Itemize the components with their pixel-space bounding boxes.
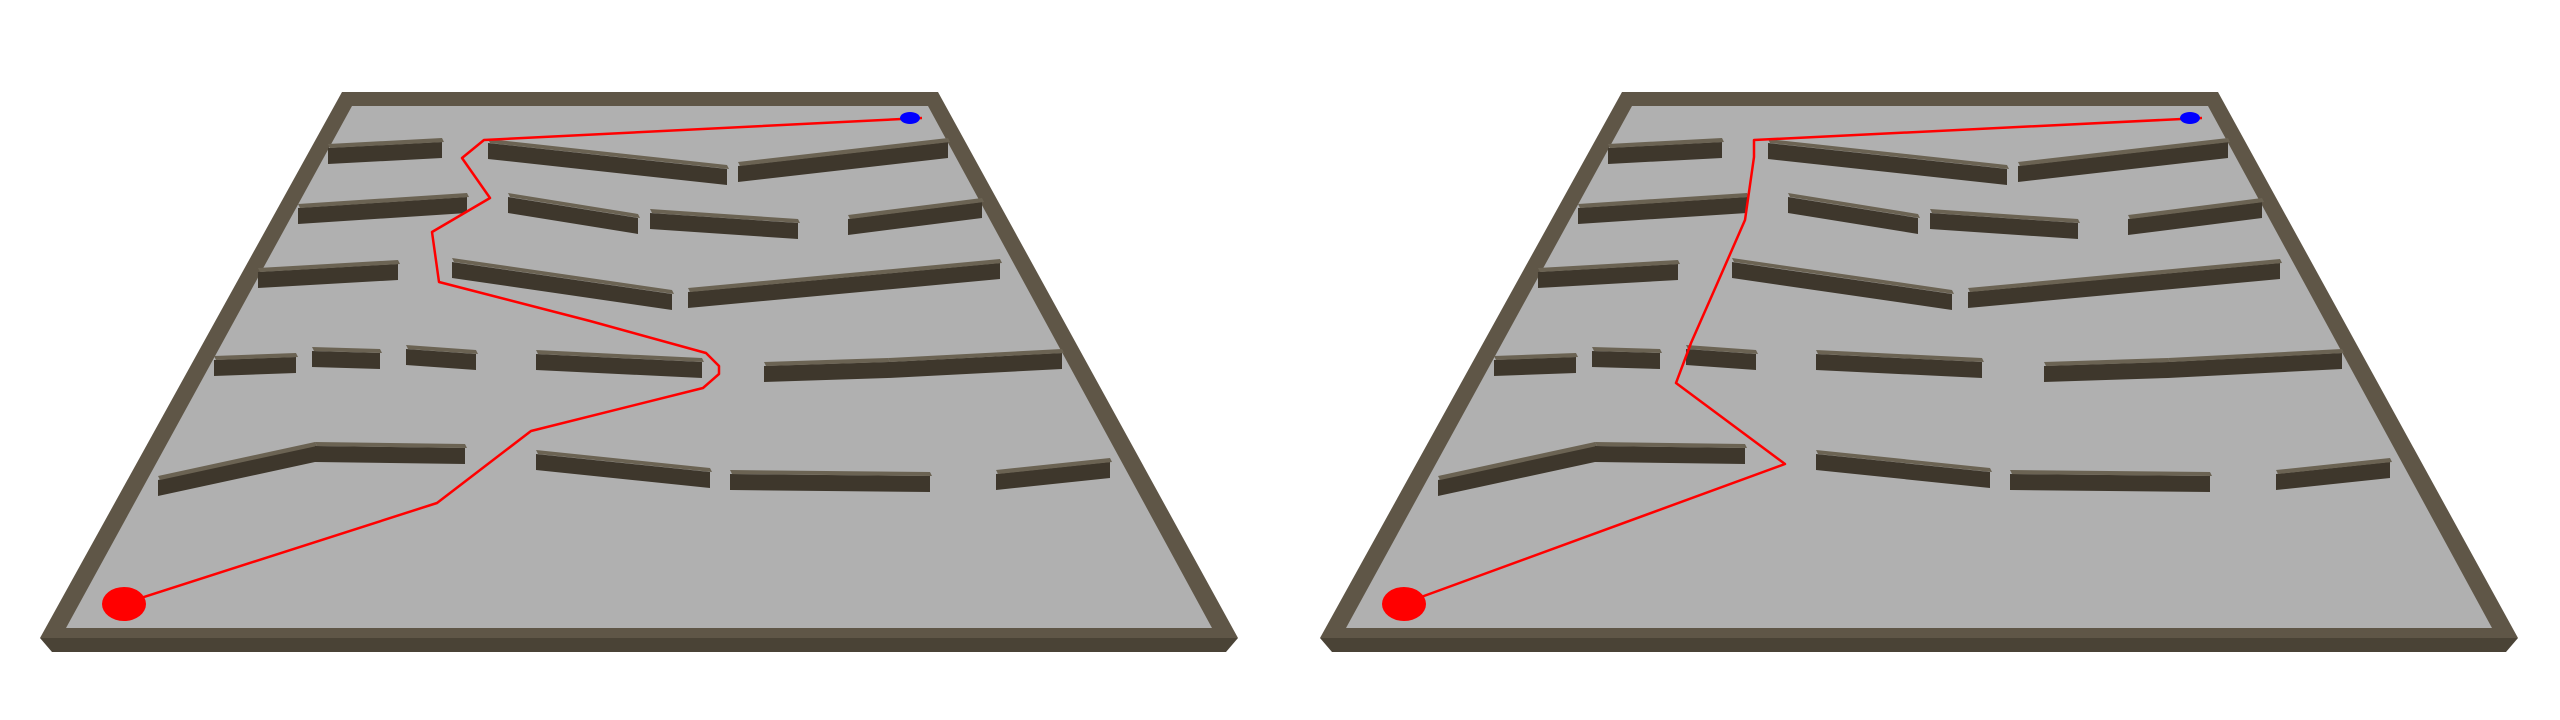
maze-wall-front bbox=[214, 357, 296, 376]
maze-wall-top bbox=[1968, 259, 2282, 292]
red-start-marker bbox=[1382, 587, 1426, 621]
maze-wall-top bbox=[1438, 442, 1597, 480]
maze-wall-front bbox=[888, 353, 1062, 378]
maze-wall-top bbox=[406, 345, 478, 354]
maze-wall-top bbox=[2018, 138, 2230, 166]
maze-wall-front bbox=[312, 351, 380, 369]
maze-wall-top bbox=[2168, 349, 2344, 362]
maze-wall-top bbox=[488, 139, 729, 169]
maze-wall-front bbox=[688, 263, 1000, 308]
maze-wall-top bbox=[258, 260, 400, 272]
maze-wall-top bbox=[2276, 458, 2392, 474]
maze-wall-front bbox=[848, 202, 982, 235]
maze-wall-front bbox=[488, 143, 727, 185]
maze-wall-front bbox=[452, 262, 672, 310]
maze-wall-top bbox=[452, 258, 674, 294]
maze-wall-front bbox=[298, 197, 467, 224]
maze-wall-top bbox=[1816, 350, 1984, 362]
red-start-marker bbox=[102, 587, 146, 621]
maze-wall-top bbox=[1592, 347, 1662, 353]
platform-front-edge bbox=[40, 638, 1238, 652]
maze-wall-top bbox=[508, 193, 640, 218]
maze-wall-front bbox=[1608, 142, 1722, 164]
blue-goal-marker bbox=[2180, 112, 2200, 124]
solution-path bbox=[121, 116, 923, 606]
maze-wall-front bbox=[536, 354, 702, 378]
maze-wall-front bbox=[536, 454, 710, 488]
maze-walls bbox=[158, 138, 1112, 496]
maze-wall-front bbox=[508, 197, 638, 234]
maze-wall-top bbox=[1788, 193, 1920, 218]
maze-wall-front bbox=[406, 349, 476, 370]
maze-wall-top bbox=[1816, 450, 1992, 472]
maze-wall-front bbox=[1930, 213, 2078, 239]
maze-wall-front bbox=[1494, 357, 1576, 376]
maze-wall-front bbox=[315, 446, 465, 464]
maze-wall-top bbox=[214, 353, 298, 360]
maze-wall-front bbox=[2168, 353, 2342, 378]
maze-wall-front bbox=[1686, 349, 1756, 370]
maze-panel-left bbox=[40, 92, 1238, 652]
blue-goal-marker bbox=[900, 112, 920, 124]
maze-wall-top bbox=[1595, 442, 1747, 448]
maze-wall-top bbox=[1686, 345, 1758, 354]
maze-wall-top bbox=[328, 138, 444, 148]
maze-wall-front bbox=[1968, 263, 2280, 308]
maze-wall-front bbox=[1788, 197, 1918, 234]
maze-wall-top bbox=[2044, 358, 2170, 366]
maze-wall-front bbox=[2044, 362, 2168, 382]
maze-wall-top bbox=[1578, 193, 1749, 208]
maze-wall-front bbox=[1595, 446, 1745, 464]
maze-wall-top bbox=[536, 350, 704, 362]
maze-wall-front bbox=[1592, 351, 1660, 369]
maze-wall-top bbox=[2010, 470, 2212, 476]
maze-wall-top bbox=[2128, 198, 2264, 219]
maze-wall-front bbox=[730, 474, 930, 492]
maze-wall-top bbox=[536, 450, 712, 472]
maze-wall-top bbox=[1538, 260, 1680, 272]
maze-wall-front bbox=[650, 213, 798, 239]
maze-wall-top bbox=[1930, 209, 2080, 223]
maze-walls bbox=[1438, 138, 2392, 496]
maze-wall-top bbox=[298, 193, 469, 208]
maze-wall-front bbox=[158, 446, 315, 496]
maze-wall-front bbox=[1816, 354, 1982, 378]
maze-wall-front bbox=[764, 362, 888, 382]
maze-wall-front bbox=[1438, 446, 1595, 496]
maze-wall-front bbox=[996, 462, 1110, 490]
maze-wall-top bbox=[730, 470, 932, 476]
maze-wall-front bbox=[1732, 262, 1952, 310]
maze-wall-top bbox=[158, 442, 317, 480]
maze-wall-top bbox=[688, 259, 1002, 292]
maze-wall-top bbox=[738, 138, 950, 166]
maze-wall-top bbox=[312, 347, 382, 353]
maze-wall-top bbox=[315, 442, 467, 448]
maze-wall-top bbox=[1608, 138, 1724, 148]
maze-wall-front bbox=[2010, 474, 2210, 492]
maze-wall-top bbox=[888, 349, 1064, 362]
maze-wall-front bbox=[1816, 454, 1990, 488]
maze-wall-front bbox=[2018, 142, 2228, 182]
maze-wall-front bbox=[328, 142, 442, 164]
maze-wall-top bbox=[650, 209, 800, 223]
maze-panel-right bbox=[1320, 92, 2518, 652]
maze-wall-top bbox=[848, 198, 984, 219]
platform-front-edge bbox=[1320, 638, 2518, 652]
maze-wall-front bbox=[2276, 462, 2390, 490]
maze-wall-top bbox=[1494, 353, 1578, 360]
maze-wall-front bbox=[738, 142, 948, 182]
maze-wall-front bbox=[1578, 197, 1747, 224]
maze-wall-top bbox=[1768, 139, 2009, 169]
maze-wall-top bbox=[1732, 258, 1954, 294]
maze-wall-front bbox=[2128, 202, 2262, 235]
maze-wall-top bbox=[996, 458, 1112, 474]
solution-path bbox=[1401, 116, 2203, 606]
maze-wall-top bbox=[764, 358, 890, 366]
maze-wall-front bbox=[1768, 143, 2007, 185]
